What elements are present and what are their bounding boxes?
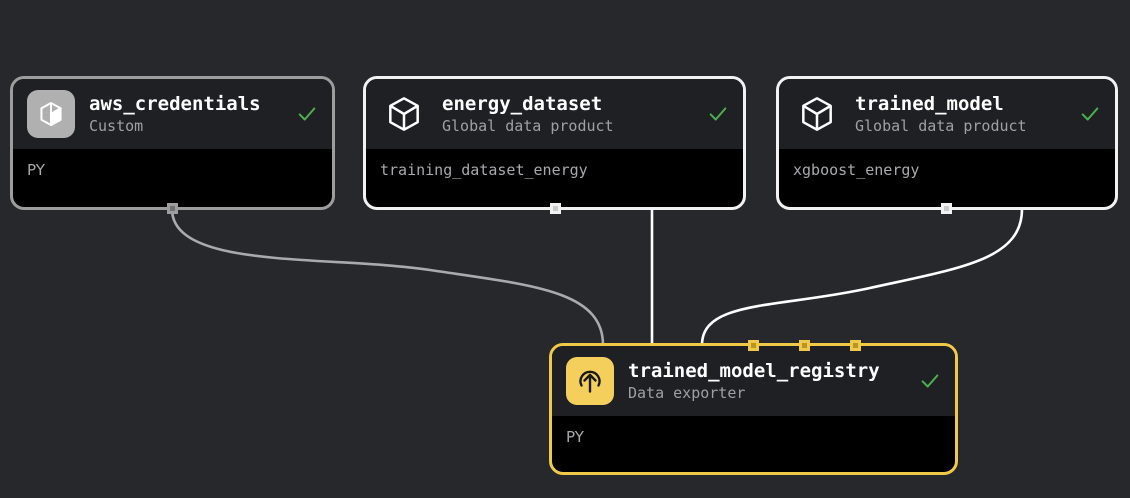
node-header: aws_credentials Custom: [13, 79, 332, 149]
cube-solid-icon: [27, 90, 75, 138]
node-footer: PY: [13, 149, 332, 191]
status-check-icon: [1079, 103, 1101, 125]
status-check-icon: [919, 370, 941, 392]
node-title: trained_model_registry: [628, 359, 880, 382]
input-port-registry-2[interactable]: [799, 340, 810, 351]
node-header-text: trained_model Global data product: [855, 93, 1069, 136]
node-footer-label: PY: [27, 161, 45, 179]
node-subtitle: Global data product: [442, 116, 614, 135]
output-port-energy-dataset[interactable]: [550, 203, 561, 214]
input-port-registry-3[interactable]: [850, 340, 861, 351]
node-header-text: aws_credentials Custom: [89, 93, 286, 136]
edge-trained-model-to-registry: [700, 208, 1024, 346]
node-trained-model-registry[interactable]: trained_model_registry Data exporter PY: [549, 343, 958, 475]
node-footer-label: xgboost_energy: [793, 161, 920, 179]
node-aws-credentials[interactable]: aws_credentials Custom PY: [10, 76, 335, 210]
node-header: trained_model_registry Data exporter: [552, 346, 955, 416]
node-energy-dataset[interactable]: energy_dataset Global data product train…: [363, 76, 746, 210]
node-header: energy_dataset Global data product: [366, 79, 743, 149]
node-subtitle: Data exporter: [628, 383, 746, 402]
status-check-icon: [296, 103, 318, 125]
node-footer: xgboost_energy: [779, 149, 1115, 191]
node-footer: training_dataset_energy: [366, 149, 743, 191]
node-title: trained_model: [855, 92, 1004, 115]
cube-wireframe-icon: [380, 90, 428, 138]
node-footer-label: PY: [566, 428, 584, 446]
output-port-aws-credentials[interactable]: [167, 203, 178, 214]
node-subtitle: Custom: [89, 116, 144, 135]
node-header-text: trained_model_registry Data exporter: [628, 360, 909, 403]
node-header-text: energy_dataset Global data product: [442, 93, 697, 136]
output-port-trained-model[interactable]: [941, 203, 952, 214]
node-footer-label: training_dataset_energy: [380, 161, 588, 179]
node-subtitle: Global data product: [855, 116, 1027, 135]
node-header: trained_model Global data product: [779, 79, 1115, 149]
node-footer: PY: [552, 416, 955, 458]
edge-aws-credentials-to-registry: [170, 208, 605, 346]
node-trained-model[interactable]: trained_model Global data product xgboos…: [776, 76, 1118, 210]
upload-arrow-icon: [566, 357, 614, 405]
node-title: energy_dataset: [442, 92, 603, 115]
status-check-icon: [707, 103, 729, 125]
cube-wireframe-icon: [793, 90, 841, 138]
input-port-registry-1[interactable]: [748, 340, 759, 351]
node-title: aws_credentials: [89, 92, 261, 115]
